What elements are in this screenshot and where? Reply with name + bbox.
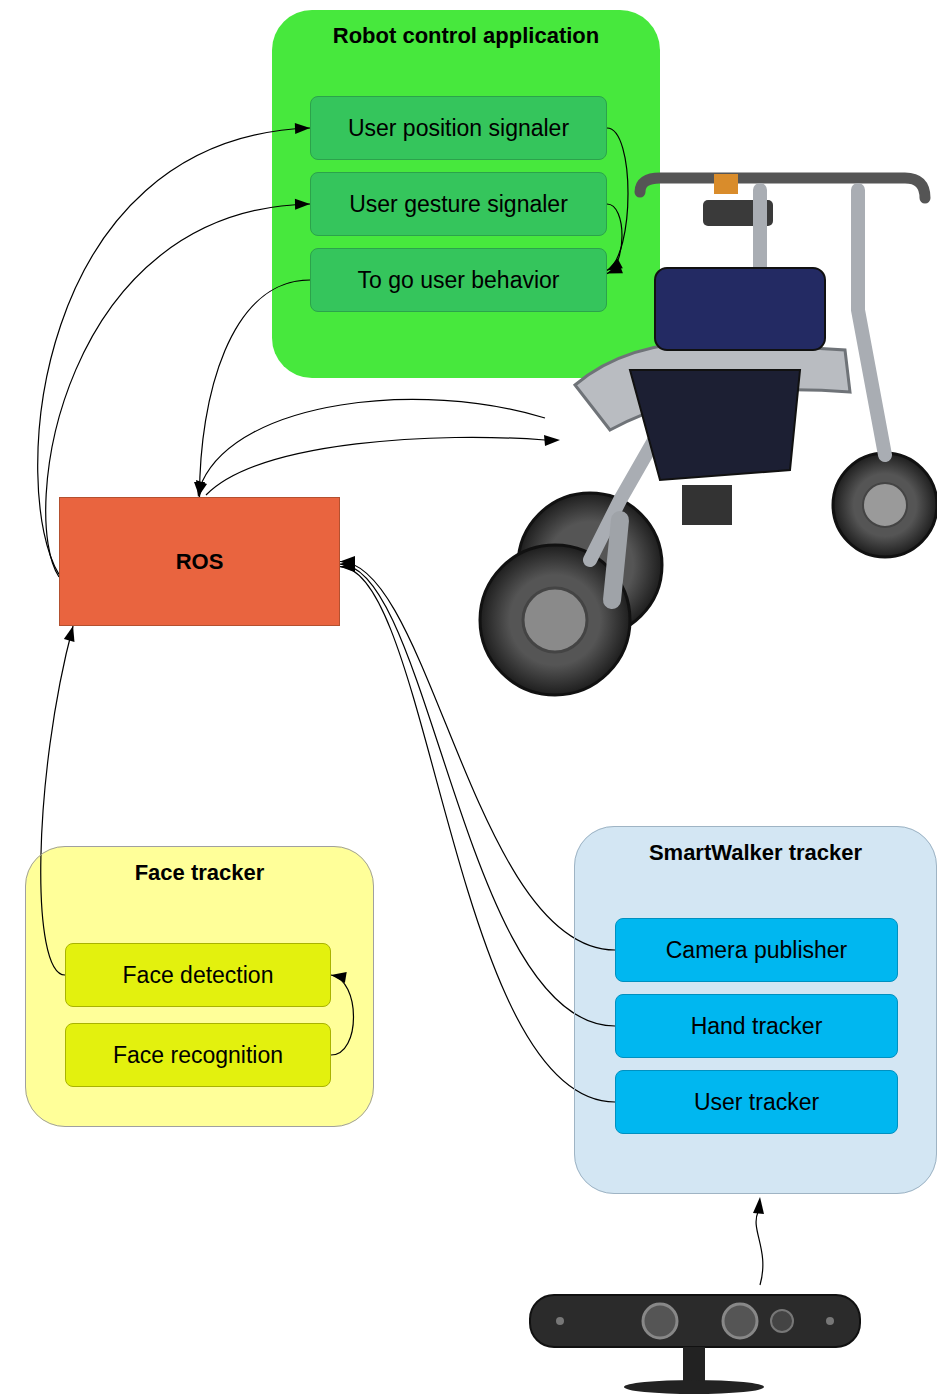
- panel-fill: [574, 826, 937, 1194]
- box-label: Face recognition: [113, 1042, 283, 1069]
- panel-title: Robot control application: [272, 23, 660, 49]
- walker-arrow: [206, 437, 545, 495]
- panel-title: Face tracker: [26, 860, 373, 886]
- module-panel: SmartWalker trackerCamera publisherHand …: [574, 826, 937, 1194]
- process-box: User position signaler: [310, 96, 607, 160]
- connector: [38, 123, 310, 574]
- box-label: User gesture signaler: [349, 191, 568, 218]
- arrow-head: [544, 435, 560, 446]
- process-box: To go user behavior: [310, 248, 607, 312]
- process-box: User gesture signaler: [310, 172, 607, 236]
- box-label: Face detection: [123, 962, 274, 989]
- motor: [682, 485, 732, 525]
- sensor-led: [826, 1317, 834, 1325]
- arrow-head: [295, 199, 310, 210]
- depth-sensor: [530, 1197, 860, 1394]
- connector: [340, 561, 615, 1102]
- sensor-led: [556, 1317, 564, 1325]
- arrow-head: [194, 482, 205, 497]
- process-box: User tracker: [615, 1070, 898, 1134]
- wheel-hub: [863, 483, 907, 527]
- walker-bag: [655, 268, 825, 350]
- connector-line: [340, 564, 615, 1026]
- sensor-stand: [683, 1347, 705, 1383]
- connector-line: [340, 567, 615, 1102]
- sensor-lens: [723, 1304, 757, 1338]
- module-panel: Face trackerFace detectionFace recogniti…: [25, 846, 374, 1127]
- panel-title: SmartWalker tracker: [575, 840, 936, 866]
- sensor-base: [624, 1380, 764, 1394]
- connector: [46, 199, 310, 577]
- connector: [194, 280, 310, 497]
- connector-line: [41, 626, 73, 975]
- arrow-head: [331, 972, 347, 983]
- arrow-head: [607, 263, 623, 274]
- connector: [41, 626, 75, 975]
- panel-fill: [25, 846, 374, 1127]
- box-label: User tracker: [694, 1089, 819, 1116]
- application-panel: Robot control applicationUser position s…: [272, 10, 660, 378]
- sensor: [714, 174, 738, 194]
- connector: [607, 204, 623, 274]
- box-label: User position signaler: [348, 115, 569, 142]
- arrow-head: [64, 626, 75, 642]
- connector-line: [607, 204, 622, 274]
- connector-line: [46, 204, 310, 577]
- walker-arrow: [202, 399, 545, 482]
- connector: [331, 972, 354, 1055]
- connector-line: [340, 562, 615, 951]
- process-box: Hand tracker: [615, 994, 898, 1058]
- connector-line: [607, 128, 628, 270]
- wheel-hub: [523, 588, 587, 652]
- walker-link: [196, 399, 560, 497]
- handlebar: [640, 178, 925, 198]
- sensor-arrow: [756, 1212, 763, 1285]
- box-label: Camera publisher: [666, 937, 848, 964]
- connector: [340, 556, 615, 950]
- arrow-head: [295, 123, 310, 134]
- box-label: Hand tracker: [691, 1013, 823, 1040]
- process-box: Camera publisher: [615, 918, 898, 982]
- sensor-body: [530, 1295, 860, 1347]
- sensor-lens: [771, 1310, 793, 1332]
- walker-basket: [630, 370, 800, 480]
- process-box: Face recognition: [65, 1023, 331, 1087]
- connector-line: [331, 975, 354, 1055]
- arrow-head: [753, 1197, 764, 1214]
- box-label: ROS: [176, 549, 224, 575]
- sensor-lens: [643, 1304, 677, 1338]
- walker-robot: [480, 174, 937, 695]
- connector-line: [38, 128, 310, 574]
- process-box: Face detection: [65, 943, 331, 1007]
- panel-fill: [272, 10, 660, 378]
- rear-wheel: [833, 453, 937, 557]
- arrow-head: [340, 561, 355, 572]
- box-label: To go user behavior: [357, 267, 559, 294]
- middleware-box: ROS: [59, 497, 340, 626]
- connector: [607, 128, 628, 270]
- connector-line: [200, 280, 311, 497]
- connector: [340, 559, 615, 1026]
- wheel-fork: [612, 520, 620, 600]
